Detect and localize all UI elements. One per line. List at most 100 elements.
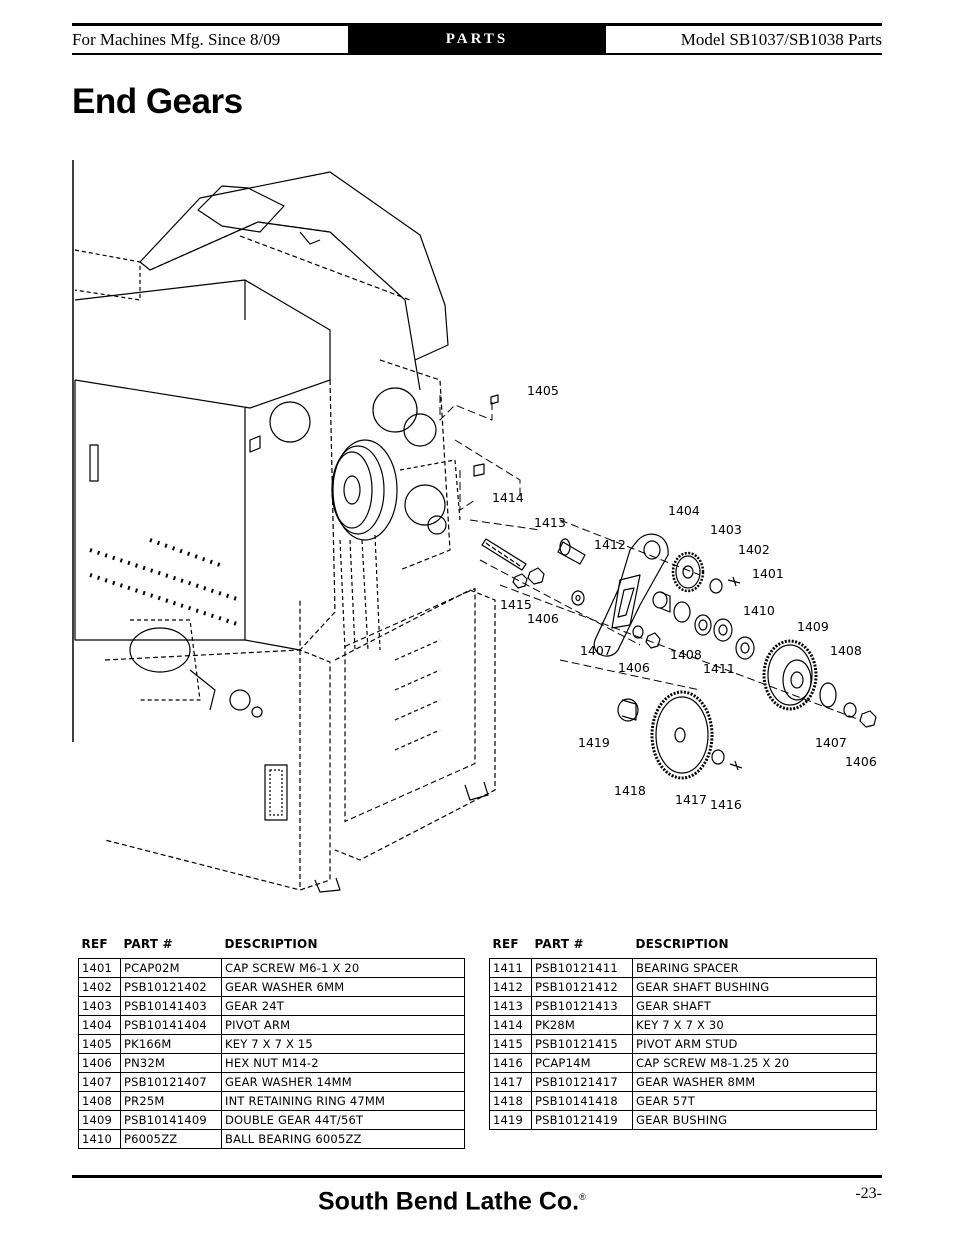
column-description: DESCRIPTION: [635, 937, 729, 951]
ref-cell: 1407: [78, 1072, 121, 1092]
ref-cell: 1416: [489, 1053, 532, 1073]
gear-washer-1417: [711, 749, 725, 765]
brand-logo: South Bend Lathe Co.®: [318, 1180, 586, 1218]
description-cell: GEAR 57T: [632, 1091, 877, 1111]
part-cell: PSB10141403: [120, 996, 222, 1016]
washer-1407-b: [632, 625, 644, 639]
description-cell: PIVOT ARM STUD: [632, 1034, 877, 1054]
description-cell: BEARING SPACER: [632, 958, 877, 978]
brand-name: South Bend Lathe Co.: [318, 1187, 580, 1216]
hex-nut-1406-c: [645, 632, 661, 649]
description-cell: GEAR SHAFT: [632, 996, 877, 1016]
part-cell: PSB10121402: [120, 977, 222, 997]
callout-1404: 1404: [668, 503, 700, 518]
drive-pulleys: [331, 359, 461, 651]
bearing-1410: [713, 618, 733, 642]
callout-1412: 1412: [594, 537, 626, 552]
part-cell: PCAP02M: [120, 958, 222, 978]
registered-mark: ®: [579, 1192, 586, 1202]
gear-24t-1403: [671, 551, 705, 593]
description-cell: BALL BEARING 6005ZZ: [221, 1129, 465, 1149]
part-cell: PSB10121417: [531, 1072, 633, 1092]
column-ref: REF: [81, 937, 108, 951]
ref-cell: 1413: [489, 996, 532, 1016]
ref-cell: 1402: [78, 977, 121, 997]
description-cell: GEAR 24T: [221, 996, 465, 1016]
headstock-housing: [74, 171, 449, 361]
washer-1407: [571, 590, 585, 606]
description-cell: PIVOT ARM: [221, 1015, 465, 1035]
ref-cell: 1405: [78, 1034, 121, 1054]
part-cell: PK166M: [120, 1034, 222, 1054]
cabinet-body: [74, 279, 336, 651]
part-cell: PSB10121412: [531, 977, 633, 997]
retaining-ring-1408-a: [673, 601, 691, 623]
ref-cell: 1415: [489, 1034, 532, 1054]
part-cell: PSB10121419: [531, 1110, 633, 1130]
callout-labels: 1405 1414 1413 1404 1403 1412 1402 1401 …: [492, 383, 877, 812]
description-cell: CAP SCREW M8-1.25 X 20: [632, 1053, 877, 1073]
callout-1409: 1409: [797, 619, 829, 634]
table-header-row: REF PART # DESCRIPTION: [490, 934, 877, 959]
ref-cell: 1401: [78, 958, 121, 978]
ref-cell: 1417: [489, 1072, 532, 1092]
callout-1411: 1411: [703, 661, 735, 676]
header-top-rule: [72, 23, 882, 26]
callout-1419: 1419: [578, 735, 610, 750]
part-cell: PCAP14M: [531, 1053, 633, 1073]
part-cell: PSB10141409: [120, 1110, 222, 1130]
hex-nut-1406-d: [859, 710, 877, 728]
ref-cell: 1406: [78, 1053, 121, 1073]
callout-1401: 1401: [752, 566, 784, 581]
cap-screw-1416: [729, 760, 743, 771]
hex-nut-1406-a: [527, 567, 545, 585]
callout-1406-a: 1406: [527, 611, 559, 626]
ref-cell: 1410: [78, 1129, 121, 1149]
description-cell: DOUBLE GEAR 44T/56T: [221, 1110, 465, 1130]
motor-cluster: [129, 619, 263, 718]
bearing-1411: [694, 614, 712, 636]
ref-cell: 1404: [78, 1015, 121, 1035]
callout-1410: 1410: [743, 603, 775, 618]
callout-1417: 1417: [675, 792, 707, 807]
washer-1407-c: [843, 702, 857, 718]
double-gear-1409: [762, 639, 818, 711]
gear-washer-1402: [709, 578, 723, 594]
callout-1418: 1418: [614, 783, 646, 798]
ref-cell: 1403: [78, 996, 121, 1016]
part-cell: P6005ZZ: [120, 1129, 222, 1149]
header-model: Model SB1037/SB1038 Parts: [680, 30, 882, 49]
page-title: End Gears: [72, 82, 243, 121]
retaining-ring-1408-b: [819, 682, 837, 708]
column-part: PART #: [123, 937, 173, 951]
lower-stand: [104, 587, 496, 893]
part-cell: PSB10141418: [531, 1091, 633, 1111]
page-number: -23-: [855, 1185, 882, 1202]
callout-1413: 1413: [534, 515, 566, 530]
spacer-1410-b: [735, 636, 755, 660]
callout-1408-a: 1408: [670, 647, 702, 662]
cap-screw-1401: [727, 576, 741, 587]
callout-1402: 1402: [738, 542, 770, 557]
hex-nut-1406-b: [512, 573, 528, 589]
description-cell: GEAR SHAFT BUSHING: [632, 977, 877, 997]
callout-1414: 1414: [492, 490, 524, 505]
callout-1416: 1416: [710, 797, 742, 812]
key-1405: [490, 394, 499, 405]
part-cell: PK28M: [531, 1015, 633, 1035]
pivot-arm-stud-1415: [481, 538, 527, 571]
